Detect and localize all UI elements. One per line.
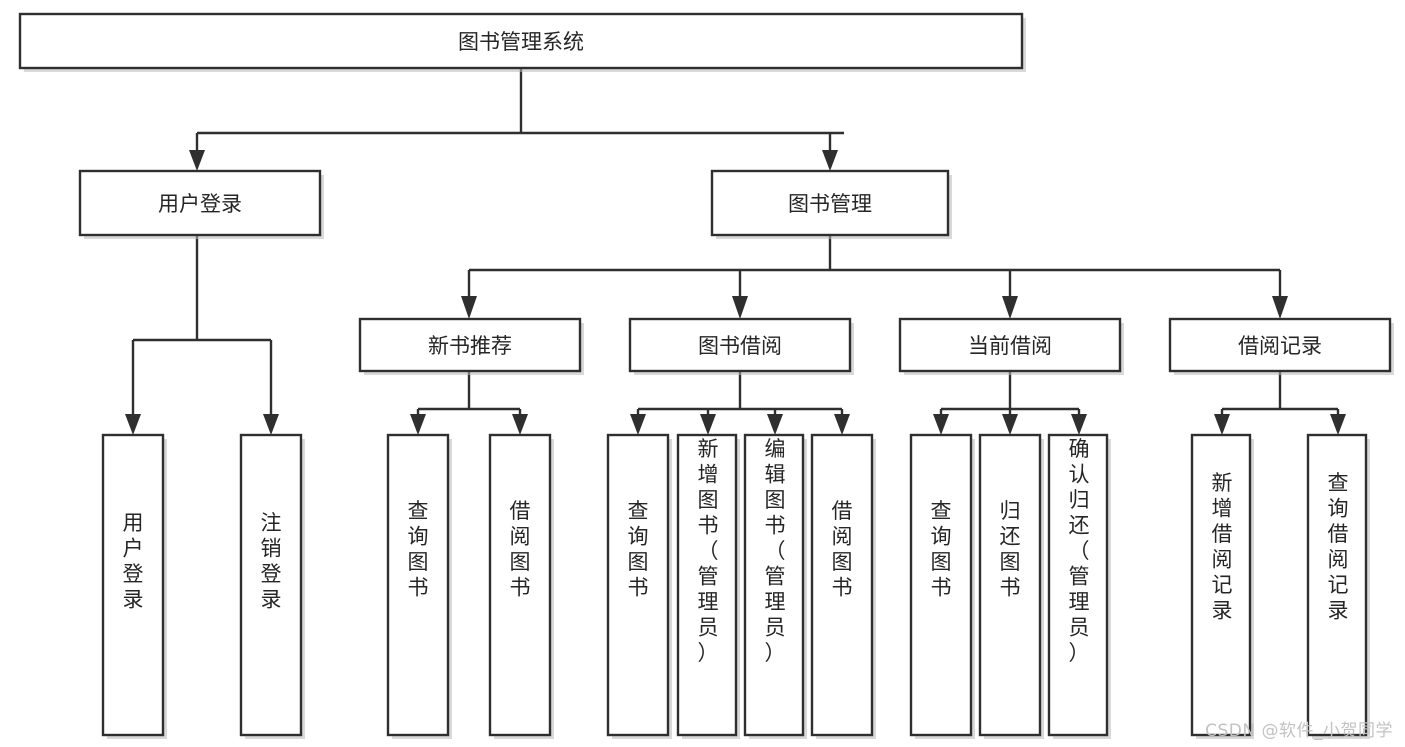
leaf-add-record-label: 新增借阅记录 xyxy=(1212,471,1233,623)
node-borrow-box[interactable] xyxy=(628,317,852,373)
arrow-records xyxy=(1272,296,1288,319)
leaf-query-book-2-box[interactable] xyxy=(606,433,670,737)
leaf-borrow-book-2-label: 借阅图书 xyxy=(832,499,853,600)
leaf-add-book-label: 新增图书（管理员） xyxy=(698,437,719,665)
arrow-leaf-user-login xyxy=(125,414,141,435)
connector-layer xyxy=(125,68,1346,435)
leaf-user-login[interactable]: 用户登录 xyxy=(101,433,167,739)
leaf-query-book-1-box[interactable] xyxy=(386,433,450,737)
node-current-borrow-box[interactable] xyxy=(898,317,1122,373)
arrow-user-login xyxy=(189,150,205,171)
leaf-user-logout-label: 注销登录 xyxy=(261,511,282,612)
leaf-query-record-label: 查询借阅记录 xyxy=(1328,471,1349,623)
leaf-confirm-return[interactable]: 确认归还（管理员） xyxy=(1047,433,1111,739)
leaf-return-book-box[interactable] xyxy=(978,433,1042,737)
leaf-query-record[interactable]: 查询借阅记录 xyxy=(1306,433,1370,739)
leaf-confirm-return-label: 确认归还（管理员） xyxy=(1069,437,1090,665)
node-borrow-label: 图书借阅 xyxy=(698,334,782,358)
edge-current-to-leaves xyxy=(933,372,1087,435)
node-borrow-records-label: 借阅记录 xyxy=(1238,334,1322,358)
node-user-login[interactable]: 用户登录 xyxy=(78,169,324,239)
edge-records-to-leaves xyxy=(1214,372,1346,435)
leaf-query-book-1[interactable]: 查询图书 xyxy=(386,433,452,739)
arrow-bw-leaf-3 xyxy=(767,414,783,435)
node-borrow-records-box[interactable] xyxy=(1168,317,1392,373)
arrow-current xyxy=(1002,296,1018,319)
leaf-borrow-book-1[interactable]: 借阅图书 xyxy=(488,433,554,739)
edge-root-to-level1 xyxy=(189,68,844,171)
leaf-query-book-2-label: 查询图书 xyxy=(628,499,649,600)
arrow-leaf-user-logout xyxy=(263,414,279,435)
node-user-login-label: 用户登录 xyxy=(158,192,242,216)
leaf-user-logout-box[interactable] xyxy=(239,433,303,737)
leaf-user-logout[interactable]: 注销登录 xyxy=(239,433,305,739)
edge-new-book-to-leaves xyxy=(410,372,528,435)
node-current-borrow-label: 当前借阅 xyxy=(968,334,1052,358)
leaf-query-book-3-box[interactable] xyxy=(909,433,973,737)
arrow-cb-leaf-2 xyxy=(1002,414,1018,435)
arrow-new-book xyxy=(461,296,477,319)
leaf-borrow-book-2[interactable]: 借阅图书 xyxy=(810,433,876,739)
edge-user-login-to-leaves xyxy=(125,235,279,435)
arrow-cb-leaf-1 xyxy=(933,414,949,435)
node-root-box[interactable] xyxy=(18,12,1024,70)
leaf-query-book-3-label: 查询图书 xyxy=(931,499,952,600)
arrow-borrow xyxy=(732,296,748,319)
arrow-cb-leaf-3 xyxy=(1071,414,1087,435)
node-user-login-box[interactable] xyxy=(78,169,322,237)
leaf-add-record-box[interactable] xyxy=(1190,433,1252,737)
leaf-query-record-box[interactable] xyxy=(1306,433,1368,737)
leaf-edit-book-label: 编辑图书（管理员） xyxy=(765,437,786,665)
leaf-add-book[interactable]: 新增图书（管理员） xyxy=(676,433,740,739)
arrow-rc-leaf-1 xyxy=(1214,414,1230,435)
leaf-borrow-book-1-label: 借阅图书 xyxy=(510,499,531,600)
arrow-nb-leaf-2 xyxy=(512,414,528,435)
node-book-manage-box[interactable] xyxy=(710,169,950,237)
leaf-return-book-label: 归还图书 xyxy=(1000,499,1021,600)
node-new-book-label: 新书推荐 xyxy=(428,334,512,358)
edge-borrow-to-leaves xyxy=(630,372,850,435)
leaf-add-book-box[interactable] xyxy=(676,433,738,737)
leaf-edit-book[interactable]: 编辑图书（管理员） xyxy=(743,433,807,739)
leaf-confirm-return-box[interactable] xyxy=(1047,433,1109,737)
node-new-book[interactable]: 新书推荐 xyxy=(358,317,584,375)
leaf-user-login-box[interactable] xyxy=(101,433,165,737)
node-borrow-records[interactable]: 借阅记录 xyxy=(1168,317,1394,375)
leaf-borrow-book-1-box[interactable] xyxy=(488,433,552,737)
node-borrow[interactable]: 图书借阅 xyxy=(628,317,854,375)
node-book-manage[interactable]: 图书管理 xyxy=(710,169,952,239)
arrow-bw-leaf-1 xyxy=(630,414,646,435)
node-root-label: 图书管理系统 xyxy=(458,30,584,54)
arrow-rc-leaf-2 xyxy=(1330,414,1346,435)
leaf-edit-book-box[interactable] xyxy=(743,433,805,737)
leaf-user-login-label: 用户登录 xyxy=(123,511,144,612)
node-new-book-box[interactable] xyxy=(358,317,582,373)
arrow-bw-leaf-2 xyxy=(700,414,716,435)
arrow-nb-leaf-1 xyxy=(410,414,426,435)
arrow-bw-leaf-4 xyxy=(834,414,850,435)
node-root[interactable]: 图书管理系统 xyxy=(18,12,1026,72)
node-current-borrow[interactable]: 当前借阅 xyxy=(898,317,1124,375)
leaf-add-record[interactable]: 新增借阅记录 xyxy=(1190,433,1254,739)
edge-book-manage-to-level2 xyxy=(461,235,1288,319)
leaf-query-book-3[interactable]: 查询图书 xyxy=(909,433,975,739)
leaf-query-book-1-label: 查询图书 xyxy=(408,499,429,600)
leaf-query-book-2[interactable]: 查询图书 xyxy=(606,433,672,739)
leaf-return-book[interactable]: 归还图书 xyxy=(978,433,1044,739)
leaf-borrow-book-2-box[interactable] xyxy=(810,433,874,737)
arrow-book-manage xyxy=(822,150,838,171)
node-book-manage-label: 图书管理 xyxy=(788,192,872,216)
